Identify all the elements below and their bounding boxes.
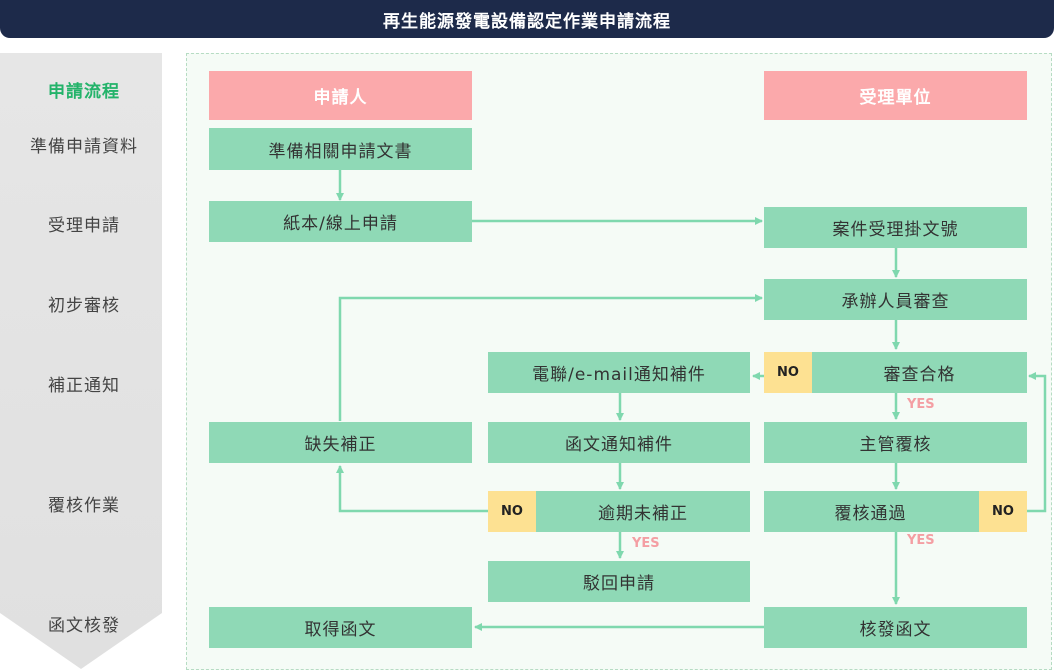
stage-re-review: 覆核作業 [48, 496, 120, 516]
process-stage-arrow [0, 53, 162, 669]
decision-review-pass: 覆核通過 NO [764, 491, 1027, 532]
decision-overdue: NO 逾期未補正 [488, 491, 750, 532]
decision-review-pass-label: 覆核通過 [834, 504, 907, 524]
node-prepare-docs: 準備相關申請文書 [209, 128, 472, 170]
no-tag: NO [764, 352, 812, 393]
node-submit-application: 紙本/線上申請 [209, 201, 472, 242]
page-title: 再生能源發電設備認定作業申請流程 [0, 0, 1054, 38]
node-supplement: 缺失補正 [209, 422, 472, 463]
node-register-case: 案件受理掛文號 [764, 207, 1027, 248]
yes-label-review: YES [907, 533, 935, 548]
no-tag: NO [979, 491, 1027, 532]
lane-header-applicant: 申請人 [209, 71, 472, 120]
stage-accept: 受理申請 [48, 216, 120, 236]
node-issue-letter: 核發函文 [764, 607, 1027, 648]
stage-letter-issue: 函文核發 [48, 616, 120, 636]
node-notify-letter: 函文通知補件 [488, 422, 750, 463]
node-reject: 駁回申請 [488, 561, 750, 602]
yes-label-overdue: YES [632, 536, 660, 551]
decision-qualify-label: 審查合格 [883, 365, 956, 385]
stage-supplement-notice: 補正通知 [48, 376, 120, 396]
no-tag: NO [488, 491, 536, 532]
stage-header: 申請流程 [48, 82, 120, 102]
stage-prepare: 準備申請資料 [30, 137, 138, 157]
stage-initial-review: 初步審核 [48, 296, 120, 316]
decision-overdue-label: 逾期未補正 [598, 504, 688, 524]
node-supervisor-review: 主管覆核 [764, 422, 1027, 463]
decision-qualify: NO 審查合格 [764, 352, 1027, 393]
node-officer-review: 承辦人員審查 [764, 279, 1027, 320]
yes-label-qualify: YES [907, 397, 935, 412]
node-receive-letter: 取得函文 [209, 607, 472, 648]
node-notify-phone-email: 電聯/e-mail通知補件 [488, 352, 750, 393]
lane-header-receiver: 受理單位 [764, 71, 1027, 120]
